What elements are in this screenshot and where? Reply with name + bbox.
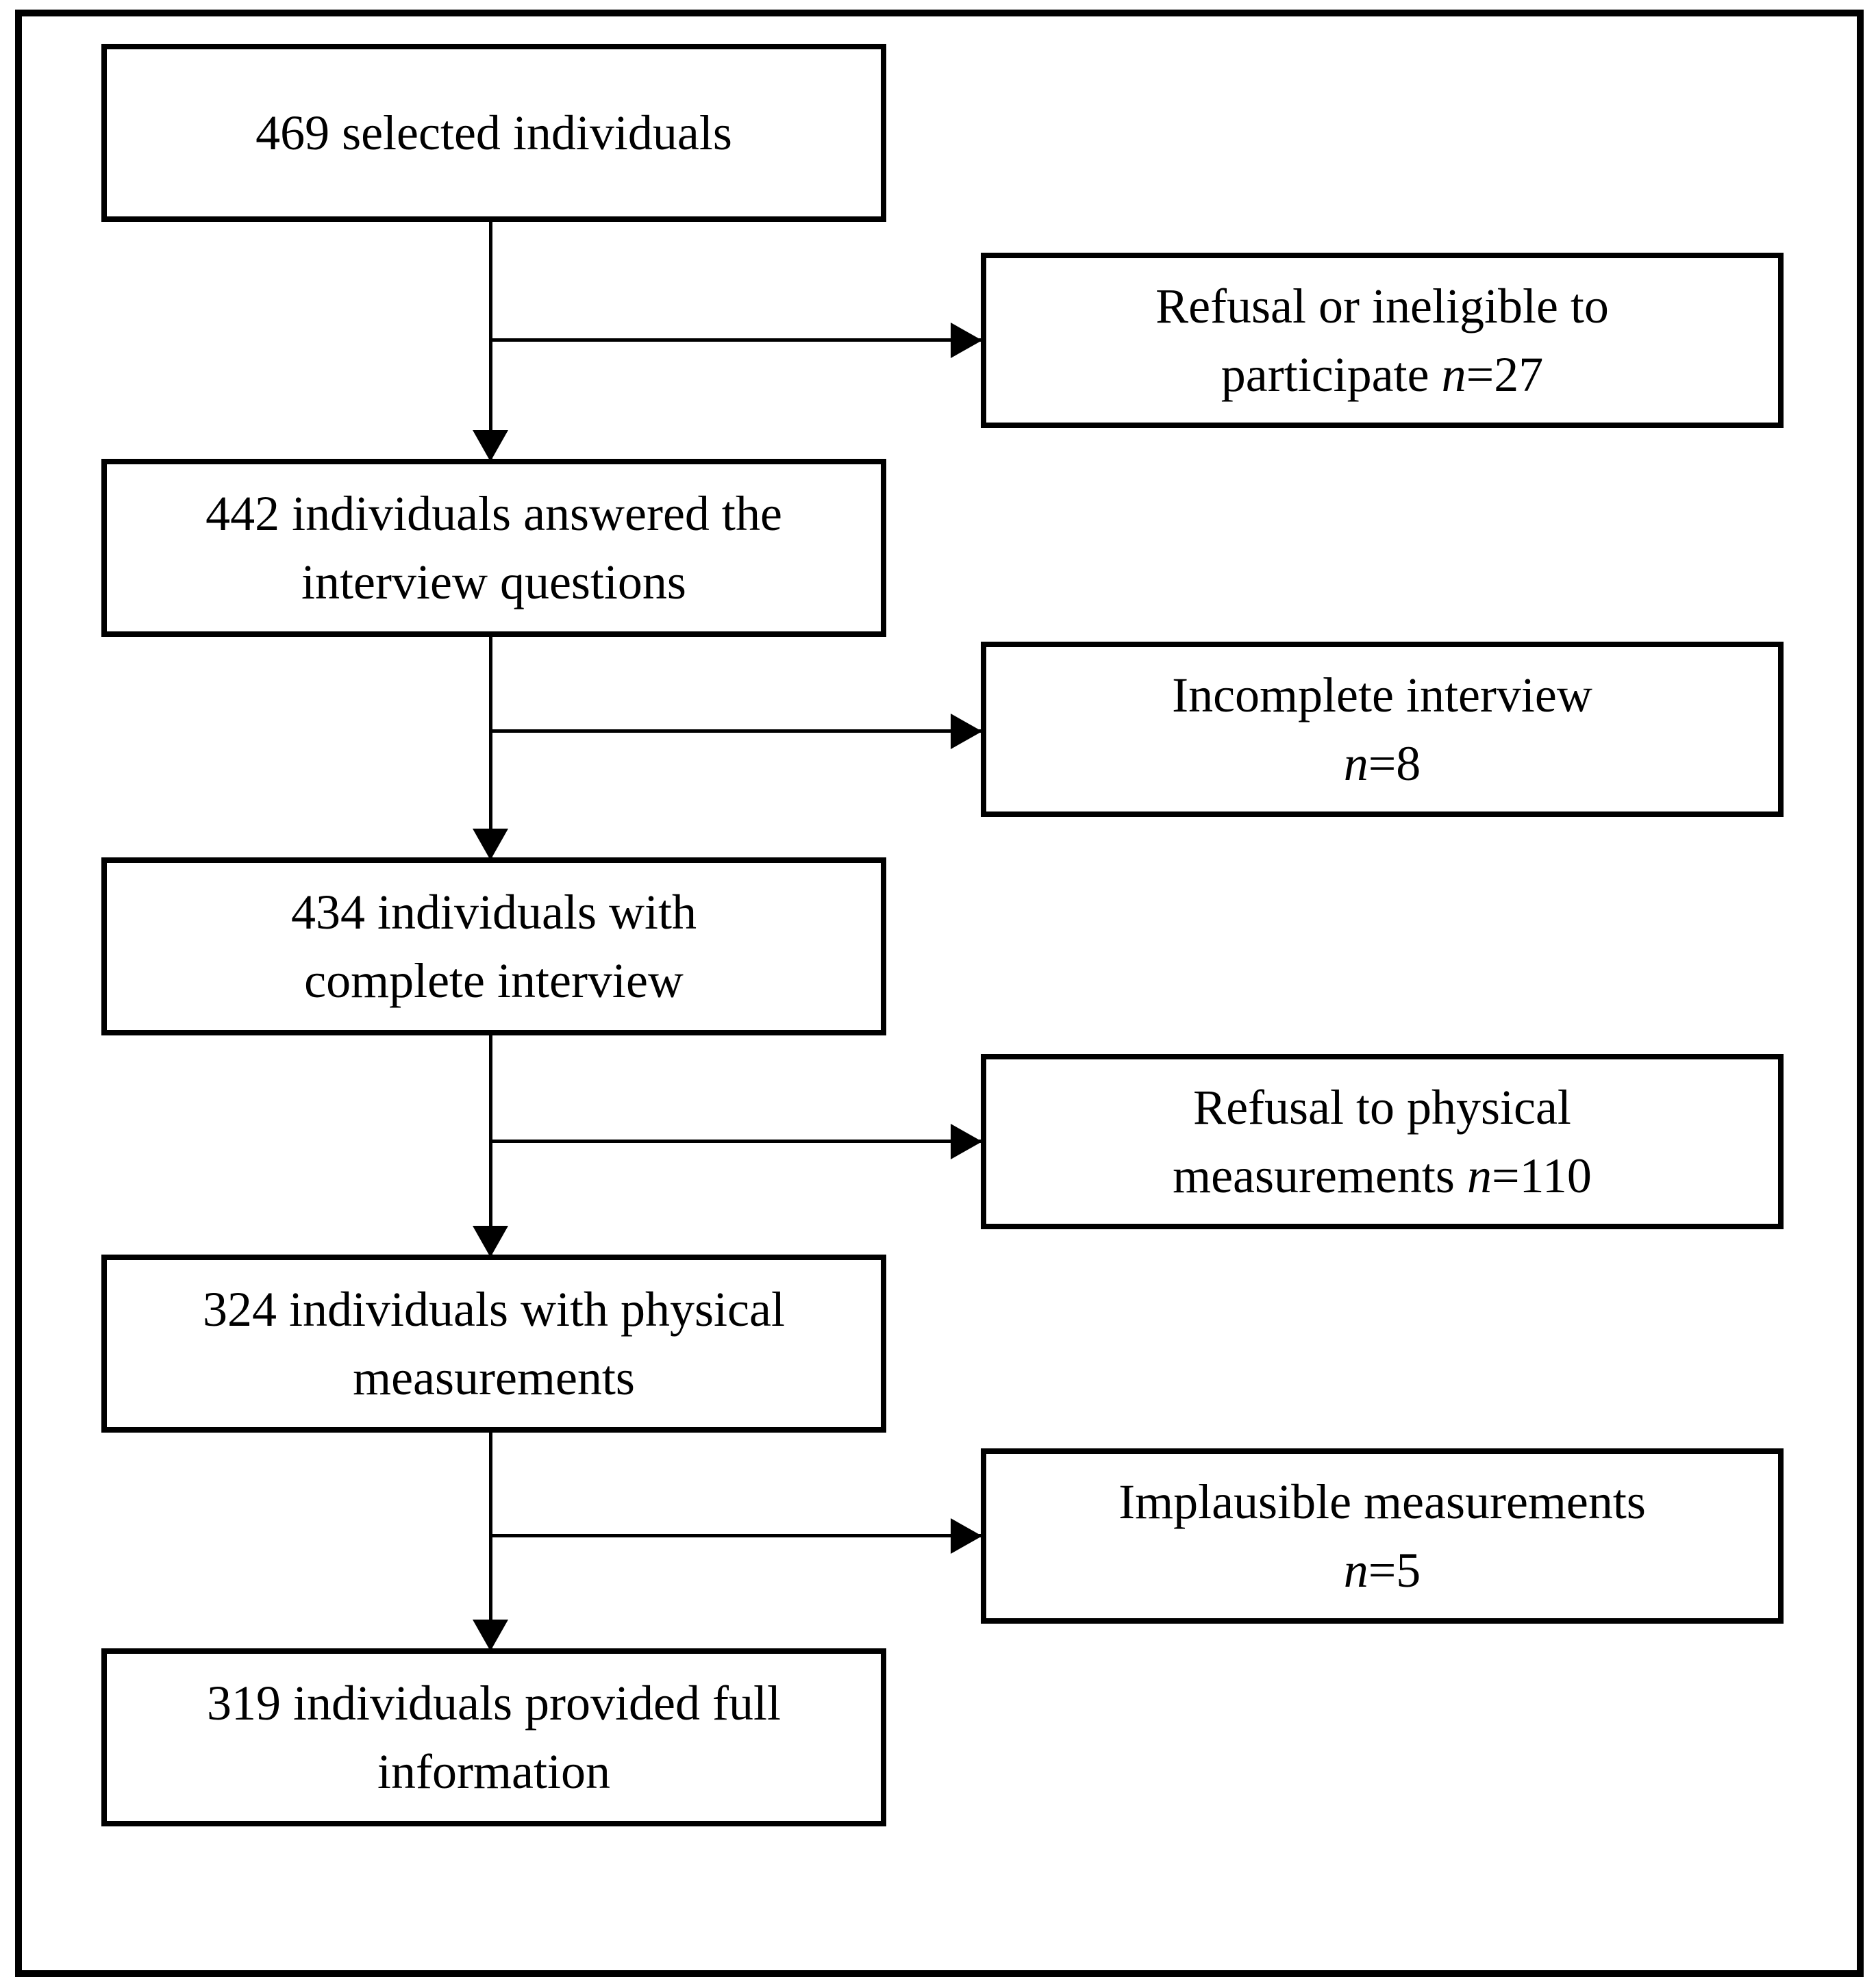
flow-box-434-complete-interview: 434 individuals with complete interview [101,857,886,1035]
connector-horizontal-1 [489,338,981,342]
arrow-right-icon [951,323,982,358]
connector-horizontal-2 [489,729,981,733]
arrow-down-icon [473,1620,508,1651]
arrow-down-icon [473,829,508,860]
flow-box-442-answered-interview: 442 individuals answered the interview q… [101,459,886,637]
box-text-line: Refusal to physical [1193,1080,1571,1135]
box-text-line: interview questions [301,555,686,609]
box-text-line: information [377,1744,610,1799]
box-text-line: measurements [353,1350,635,1405]
box-text-line: n=8 [1343,736,1421,791]
outer-border [15,10,1864,1977]
arrow-down-icon [473,430,508,462]
arrow-right-icon [951,1518,982,1554]
flow-box-324-physical-measurements: 324 individuals with physical measuremen… [101,1255,886,1433]
exclusion-box-incomplete-interview: Incomplete interview n=8 [981,642,1784,817]
box-text-line: 434 individuals with [291,885,697,940]
exclusion-box-refusal-physical-measurements: Refusal to physical measurements n=110 [981,1054,1784,1229]
exclusion-box-implausible-measurements: Implausible measurements n=5 [981,1448,1784,1624]
box-text-line: Incomplete interview [1172,668,1592,722]
box-text-line: n=5 [1343,1543,1421,1598]
connector-vertical-3 [489,1033,492,1257]
arrow-right-icon [951,714,982,749]
box-text-line: Implausible measurements [1118,1474,1646,1529]
box-text-line: 319 individuals provided full [207,1676,781,1731]
box-text-line: complete interview [304,953,684,1008]
box-text-line: 324 individuals with physical [203,1282,785,1337]
box-text-line: 469 selected individuals [255,105,732,160]
arrow-right-icon [951,1124,982,1159]
flow-box-319-full-information: 319 individuals provided full informatio… [101,1648,886,1826]
box-text-line: measurements n=110 [1173,1148,1592,1203]
connector-vertical-4 [489,1430,492,1651]
connector-vertical-2 [489,634,492,860]
box-text-line: Refusal or ineligible to [1155,279,1609,334]
exclusion-box-refusal-or-ineligible: Refusal or ineligible to participate n=2… [981,253,1784,428]
flow-box-469-selected: 469 selected individuals [101,44,886,222]
arrow-down-icon [473,1226,508,1257]
connector-horizontal-3 [489,1140,981,1143]
box-text-line: participate n=27 [1221,347,1544,402]
connector-horizontal-4 [489,1534,981,1537]
box-text-line: 442 individuals answered the [205,486,782,541]
